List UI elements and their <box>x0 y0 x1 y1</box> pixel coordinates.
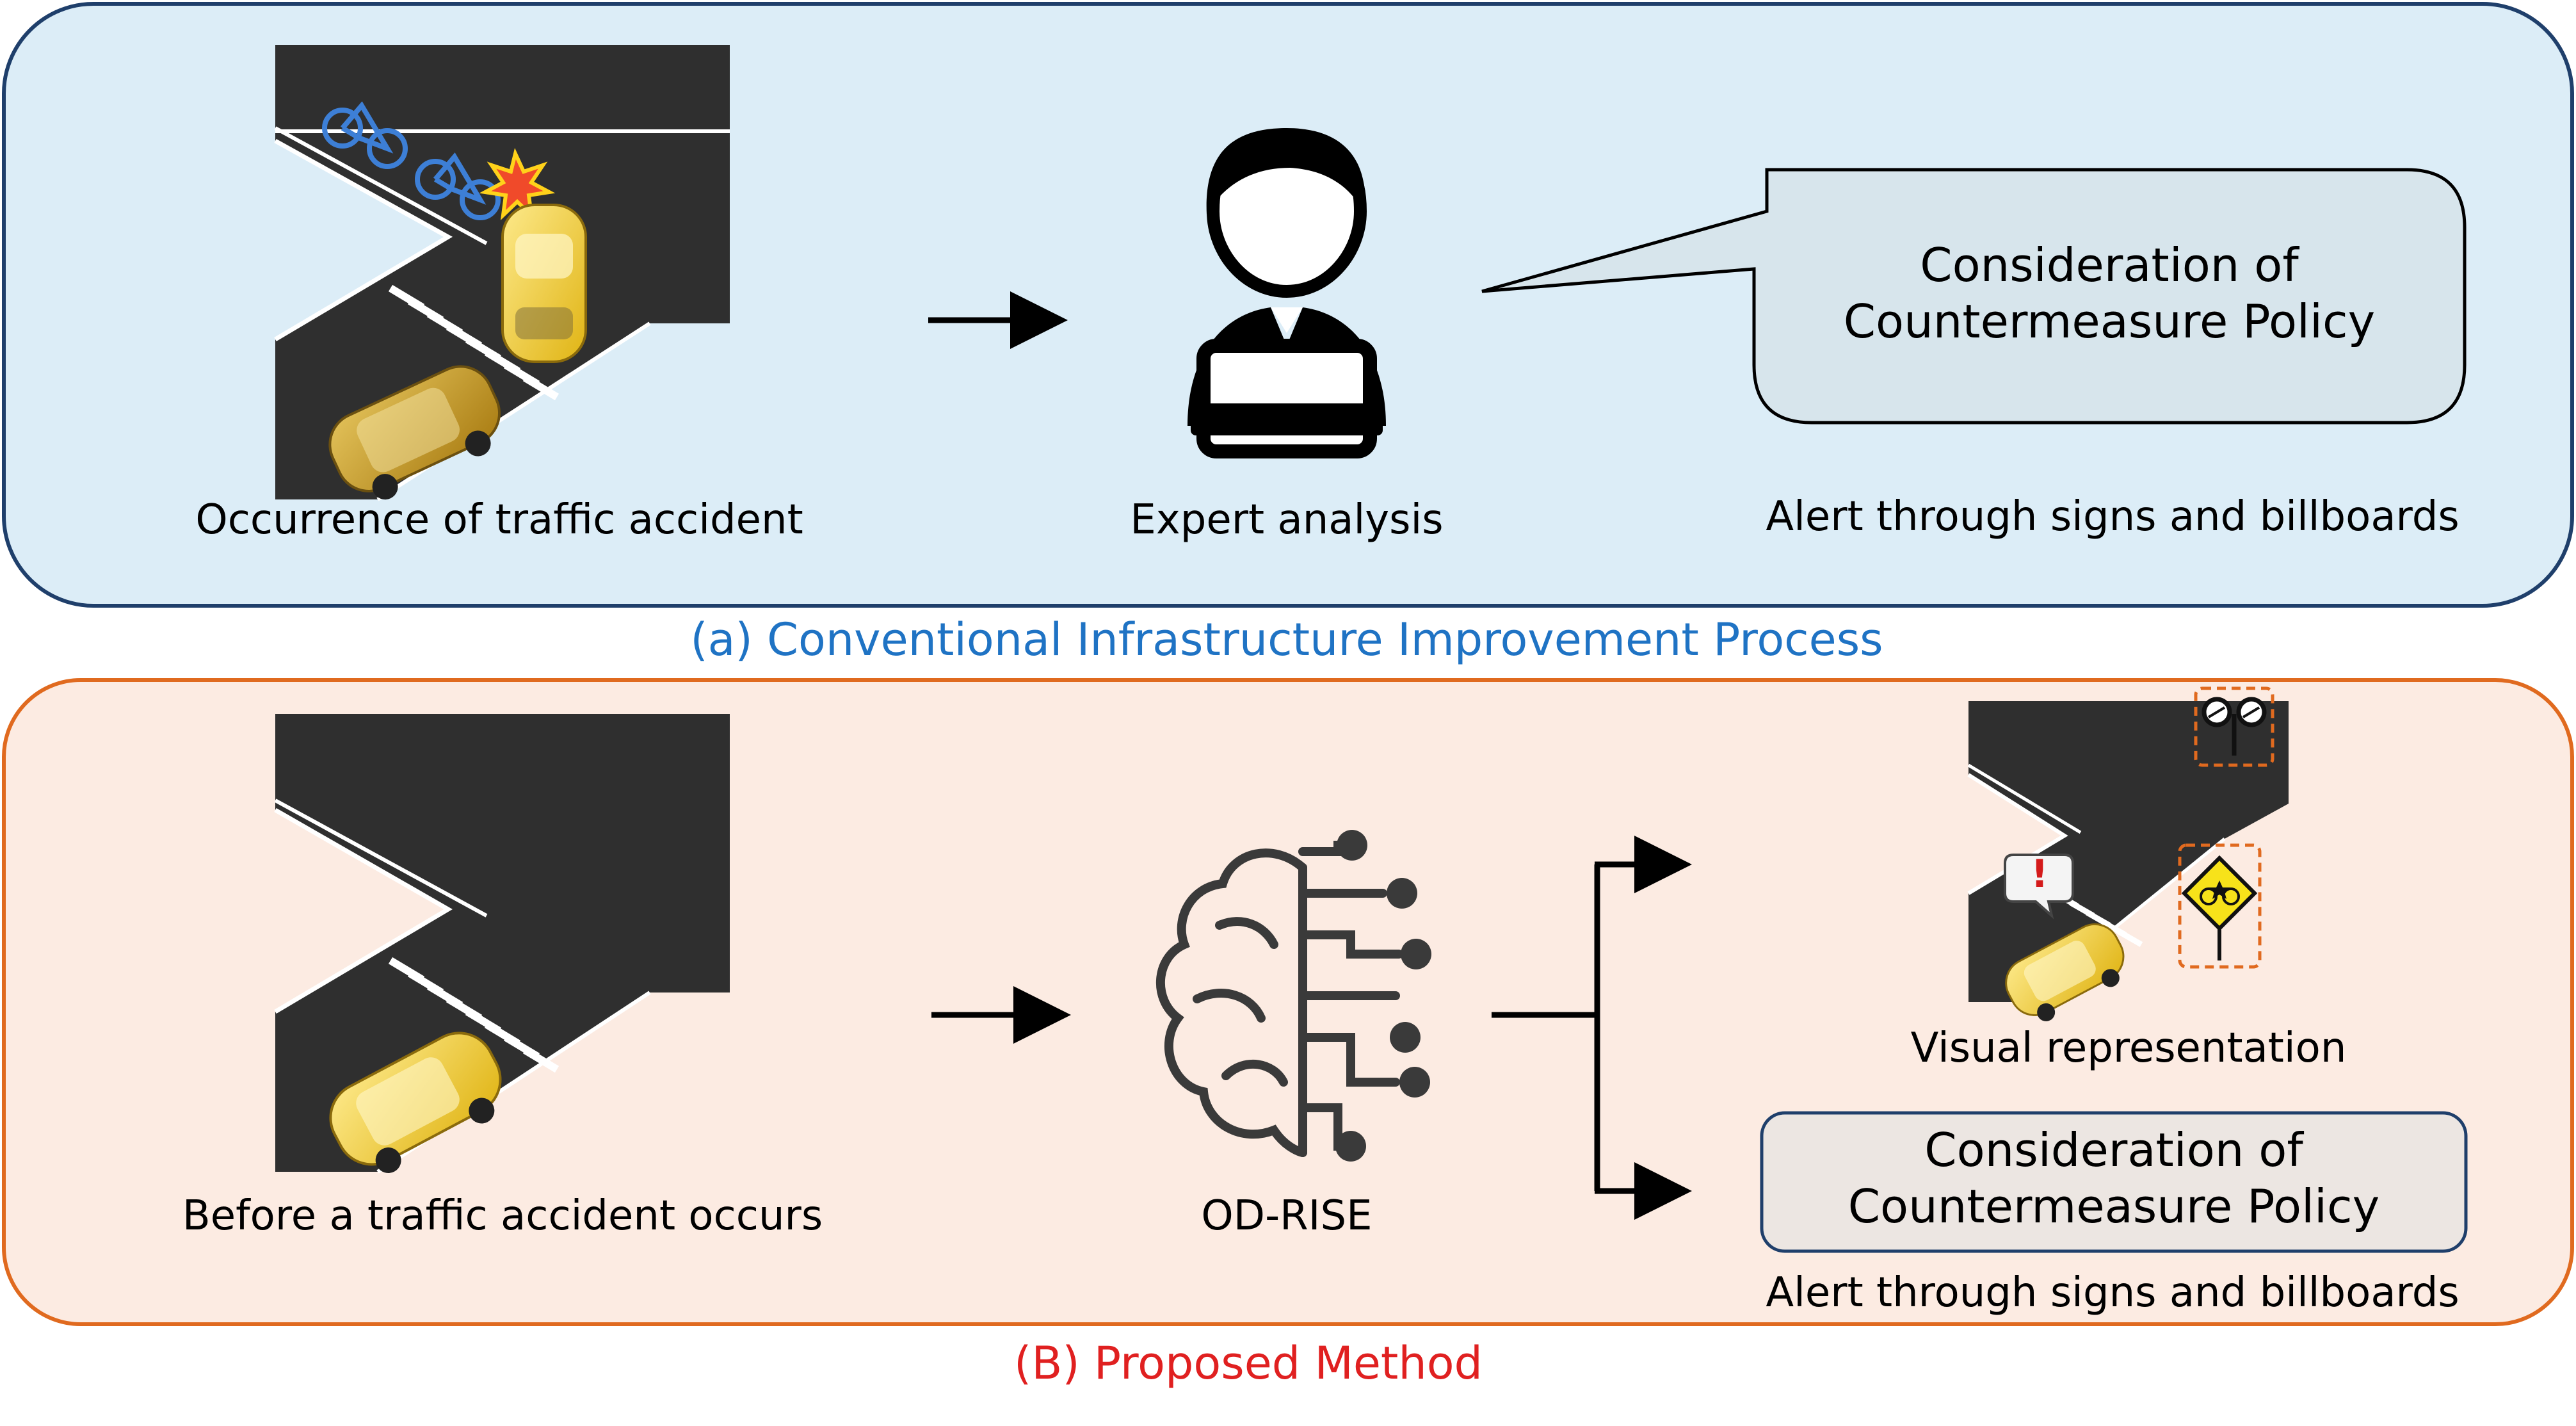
warning-mark: ! <box>2031 852 2049 896</box>
countermeasure-bubble <box>1481 168 2467 425</box>
expert-laptop-icon <box>1187 128 1386 458</box>
bubble-line1: Consideration of <box>1920 238 2299 292</box>
warning-sign-icon <box>2181 855 2258 960</box>
countermeasure-box <box>1760 1111 2468 1253</box>
label-before: Before a traffic accident occurs <box>182 1192 823 1240</box>
gold-car <box>328 365 501 500</box>
label-accident: Occurrence of traffic accident <box>195 496 803 544</box>
mirror-sign-highlight <box>2194 686 2274 767</box>
mirror-sign-icon <box>2202 697 2267 756</box>
bicycle-icon <box>415 152 501 220</box>
box-line2: Countermeasure Policy <box>1847 1179 2380 1233</box>
warning-bubble-icon <box>2004 854 2074 920</box>
visual-representation-scene <box>1967 686 2289 1021</box>
label-expert: Expert analysis <box>1130 496 1444 544</box>
label-alert-b: Alert through signs and billboards <box>1766 1269 2459 1317</box>
box-line1: Consideration of <box>1924 1123 2303 1177</box>
collision-icon <box>479 148 556 221</box>
caption-b: (B) Proposed Method <box>1014 1337 1483 1390</box>
yellow-car <box>501 204 587 363</box>
bicycle-icon <box>322 101 408 169</box>
accident-road-scene <box>274 45 730 501</box>
ai-brain-circuit-icon <box>1155 841 1403 1157</box>
empty-road-scene <box>274 714 730 1174</box>
label-visual: Visual representation <box>1910 1025 2347 1072</box>
circuit-nodes <box>1335 830 1431 1162</box>
label-model: OD-RISE <box>1201 1192 1373 1240</box>
yellow-car <box>2005 923 2125 1021</box>
bubble-line2: Countermeasure Policy <box>1843 295 2376 348</box>
yellow-car <box>329 1032 502 1174</box>
warning-sign-highlight <box>2178 843 2262 969</box>
label-alert-a: Alert through signs and billboards <box>1766 493 2459 540</box>
branch-arrows <box>1492 836 1692 1220</box>
caption-a: (a) Conventional Infrastructure Improvem… <box>690 613 1883 666</box>
